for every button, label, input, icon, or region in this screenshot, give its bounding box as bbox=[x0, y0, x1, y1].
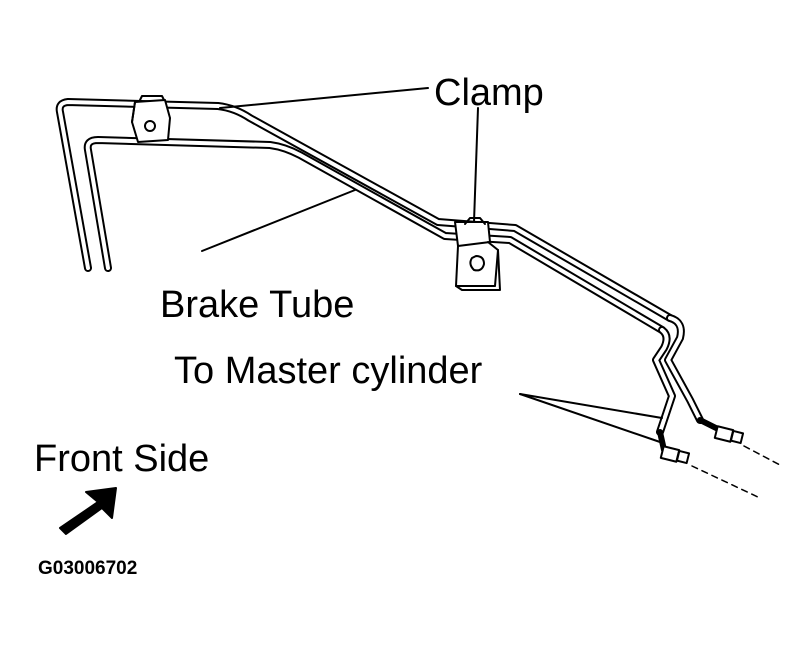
front-side-arrow-icon bbox=[59, 487, 117, 535]
figure-code: G03006702 bbox=[38, 558, 138, 579]
leader-lines bbox=[201, 87, 663, 443]
brake-tube-label: Brake Tube bbox=[160, 284, 355, 326]
fitting-upper bbox=[713, 425, 745, 445]
clamp-left bbox=[131, 95, 171, 143]
tube-bends-right bbox=[652, 314, 723, 453]
brake-tube-inner bbox=[83, 136, 666, 334]
clamp-middle bbox=[454, 217, 501, 291]
fitting-lower bbox=[659, 445, 691, 465]
clamp-label: Clamp bbox=[434, 72, 544, 114]
brake-tube-outer bbox=[55, 98, 674, 322]
front-side-label: Front Side bbox=[34, 438, 210, 480]
to-master-cylinder-label: To Master cylinder bbox=[174, 350, 483, 392]
dashed-routing-lines bbox=[691, 445, 781, 499]
